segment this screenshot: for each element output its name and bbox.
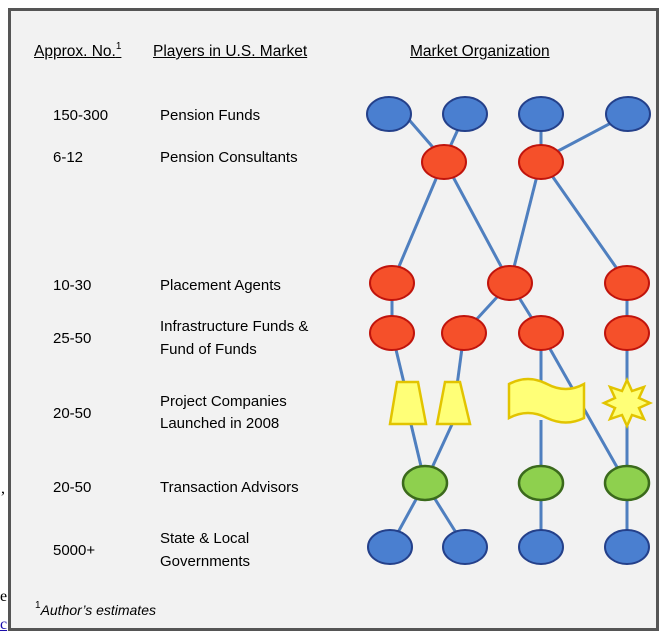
transaction-advisor-node <box>603 464 651 502</box>
pension-fund-node <box>605 96 651 132</box>
header-market-organization: Market Organization <box>410 43 550 60</box>
row-label-project-companies-line2: Launched in 2008 <box>160 415 280 432</box>
project-company-wave-banner <box>507 377 586 424</box>
row-count-pension-consultants: 6-12 <box>53 149 84 166</box>
row-label-transaction-advisors: Transaction Advisors <box>160 479 299 496</box>
pension-fund-node <box>518 96 564 132</box>
infrastructure-fund-node <box>369 315 415 351</box>
infrastructure-fund-node <box>518 315 564 351</box>
pension-consultant-node <box>421 144 467 180</box>
project-company-trapezoid <box>388 380 428 426</box>
government-node <box>518 529 564 565</box>
pension-fund-node <box>442 96 488 132</box>
row-count-placement-agents: 10-30 <box>53 277 92 294</box>
row-label-governments-line2: Governments <box>160 553 251 570</box>
header-approx-no: Approx. No.1 <box>34 40 122 60</box>
pension-fund-node <box>366 96 412 132</box>
row-label-project-companies-line1: Project Companies <box>160 393 287 410</box>
row-label-pension-funds: Pension Funds <box>160 107 261 124</box>
infrastructure-fund-node <box>441 315 487 351</box>
row-count-pension-funds: 150-300 <box>53 107 109 124</box>
infrastructure-fund-node <box>604 315 650 351</box>
row-count-transaction-advisors: 20-50 <box>53 479 92 496</box>
transaction-advisor-node <box>401 464 449 502</box>
project-company-trapezoid <box>435 380 472 426</box>
row-label-infrastructure-funds-line1: Infrastructure Funds & <box>160 318 309 335</box>
edge-letter-e: e <box>0 588 8 605</box>
row-count-project-companies: 20-50 <box>53 405 92 422</box>
government-node <box>442 529 488 565</box>
placement-agent-node <box>369 265 415 301</box>
placement-agent-node <box>604 265 650 301</box>
project-company-starburst <box>600 376 654 430</box>
row-count-governments: 5000+ <box>53 542 96 559</box>
row-label-infrastructure-funds-line2: Fund of Funds <box>160 341 257 358</box>
row-count-infrastructure-funds: 25-50 <box>53 330 92 347</box>
header-players: Players in U.S. Market <box>153 43 308 60</box>
footnote: 1Author’s estimates <box>35 600 156 618</box>
edge-link-c[interactable]: c <box>0 616 8 633</box>
transaction-advisor-node <box>517 464 565 502</box>
placement-agent-node <box>487 265 533 301</box>
edge-comma: , <box>1 480 5 497</box>
row-label-governments-line1: State & Local <box>160 530 250 547</box>
government-node <box>604 529 650 565</box>
row-label-pension-consultants: Pension Consultants <box>160 149 298 166</box>
row-label-placement-agents: Placement Agents <box>160 277 281 294</box>
pension-consultant-node <box>518 144 564 180</box>
government-node <box>367 529 413 565</box>
